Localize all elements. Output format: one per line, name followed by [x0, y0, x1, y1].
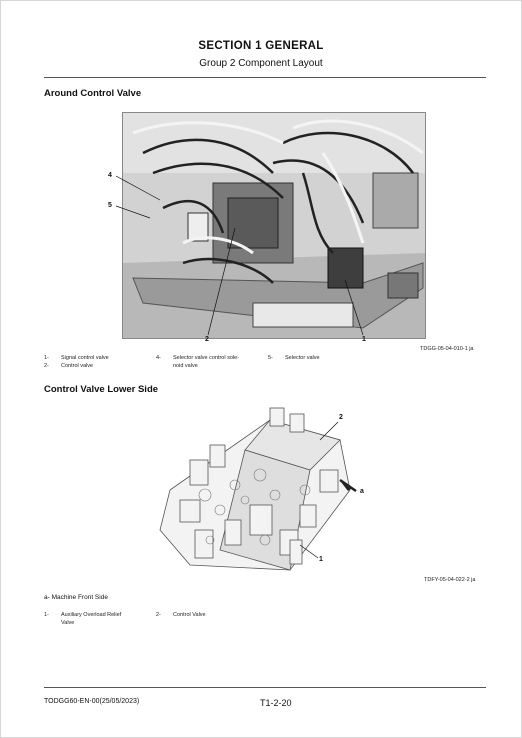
callout-4: 4 [108, 172, 112, 179]
callout-5: 5 [108, 202, 112, 209]
figure1-heading: Around Control Valve [44, 88, 142, 99]
legend-text: Selector valve control sole- [173, 355, 240, 361]
legend-number: 5- [268, 355, 273, 361]
arrow-icon [341, 482, 352, 491]
legend-number: 2- [156, 612, 161, 618]
legend-number: 2- [44, 363, 49, 369]
figure1-ref-code: TDGG-05-04-010-1 ja [420, 346, 474, 352]
legend-text: Auxiliary Overload Relief [61, 612, 122, 618]
legend-text: noid valve [173, 363, 198, 369]
callout-2: 2 [205, 336, 209, 343]
machine-front-note: a- Machine Front Side [44, 594, 108, 601]
callout-1: 1 [362, 336, 366, 343]
control-valve-lower-drawing [159, 407, 351, 571]
legend-text: Valve [61, 620, 75, 626]
group-title: Group 2 Component Layout [199, 58, 323, 69]
footer-rule [44, 687, 486, 688]
legend-number: 4- [156, 355, 161, 361]
callout-1: 1 [319, 556, 323, 563]
legend-number: 1- [44, 612, 49, 618]
legend-text: Control Valve [173, 612, 206, 618]
legend-number: 1- [44, 355, 49, 361]
page-number: T1-2-20 [260, 698, 292, 708]
control-valve-photo [122, 112, 426, 339]
legend-text: Control valve [61, 363, 94, 369]
document-code: TODGG60-EN-00(25/05/2023) [44, 698, 140, 705]
figure2-ref-code: TDFY-05-04-022-2 ja [424, 577, 476, 583]
figure2-heading: Control Valve Lower Side [44, 384, 159, 395]
callout-a: a [360, 488, 364, 495]
legend-text: Selector valve [285, 355, 320, 361]
control-valve-photo-drawing [123, 113, 425, 338]
legend-text: Signal control valve [61, 355, 109, 361]
header-rule [44, 77, 486, 78]
section-title: SECTION 1 GENERAL [198, 40, 324, 52]
callout-2: 2 [339, 414, 343, 421]
